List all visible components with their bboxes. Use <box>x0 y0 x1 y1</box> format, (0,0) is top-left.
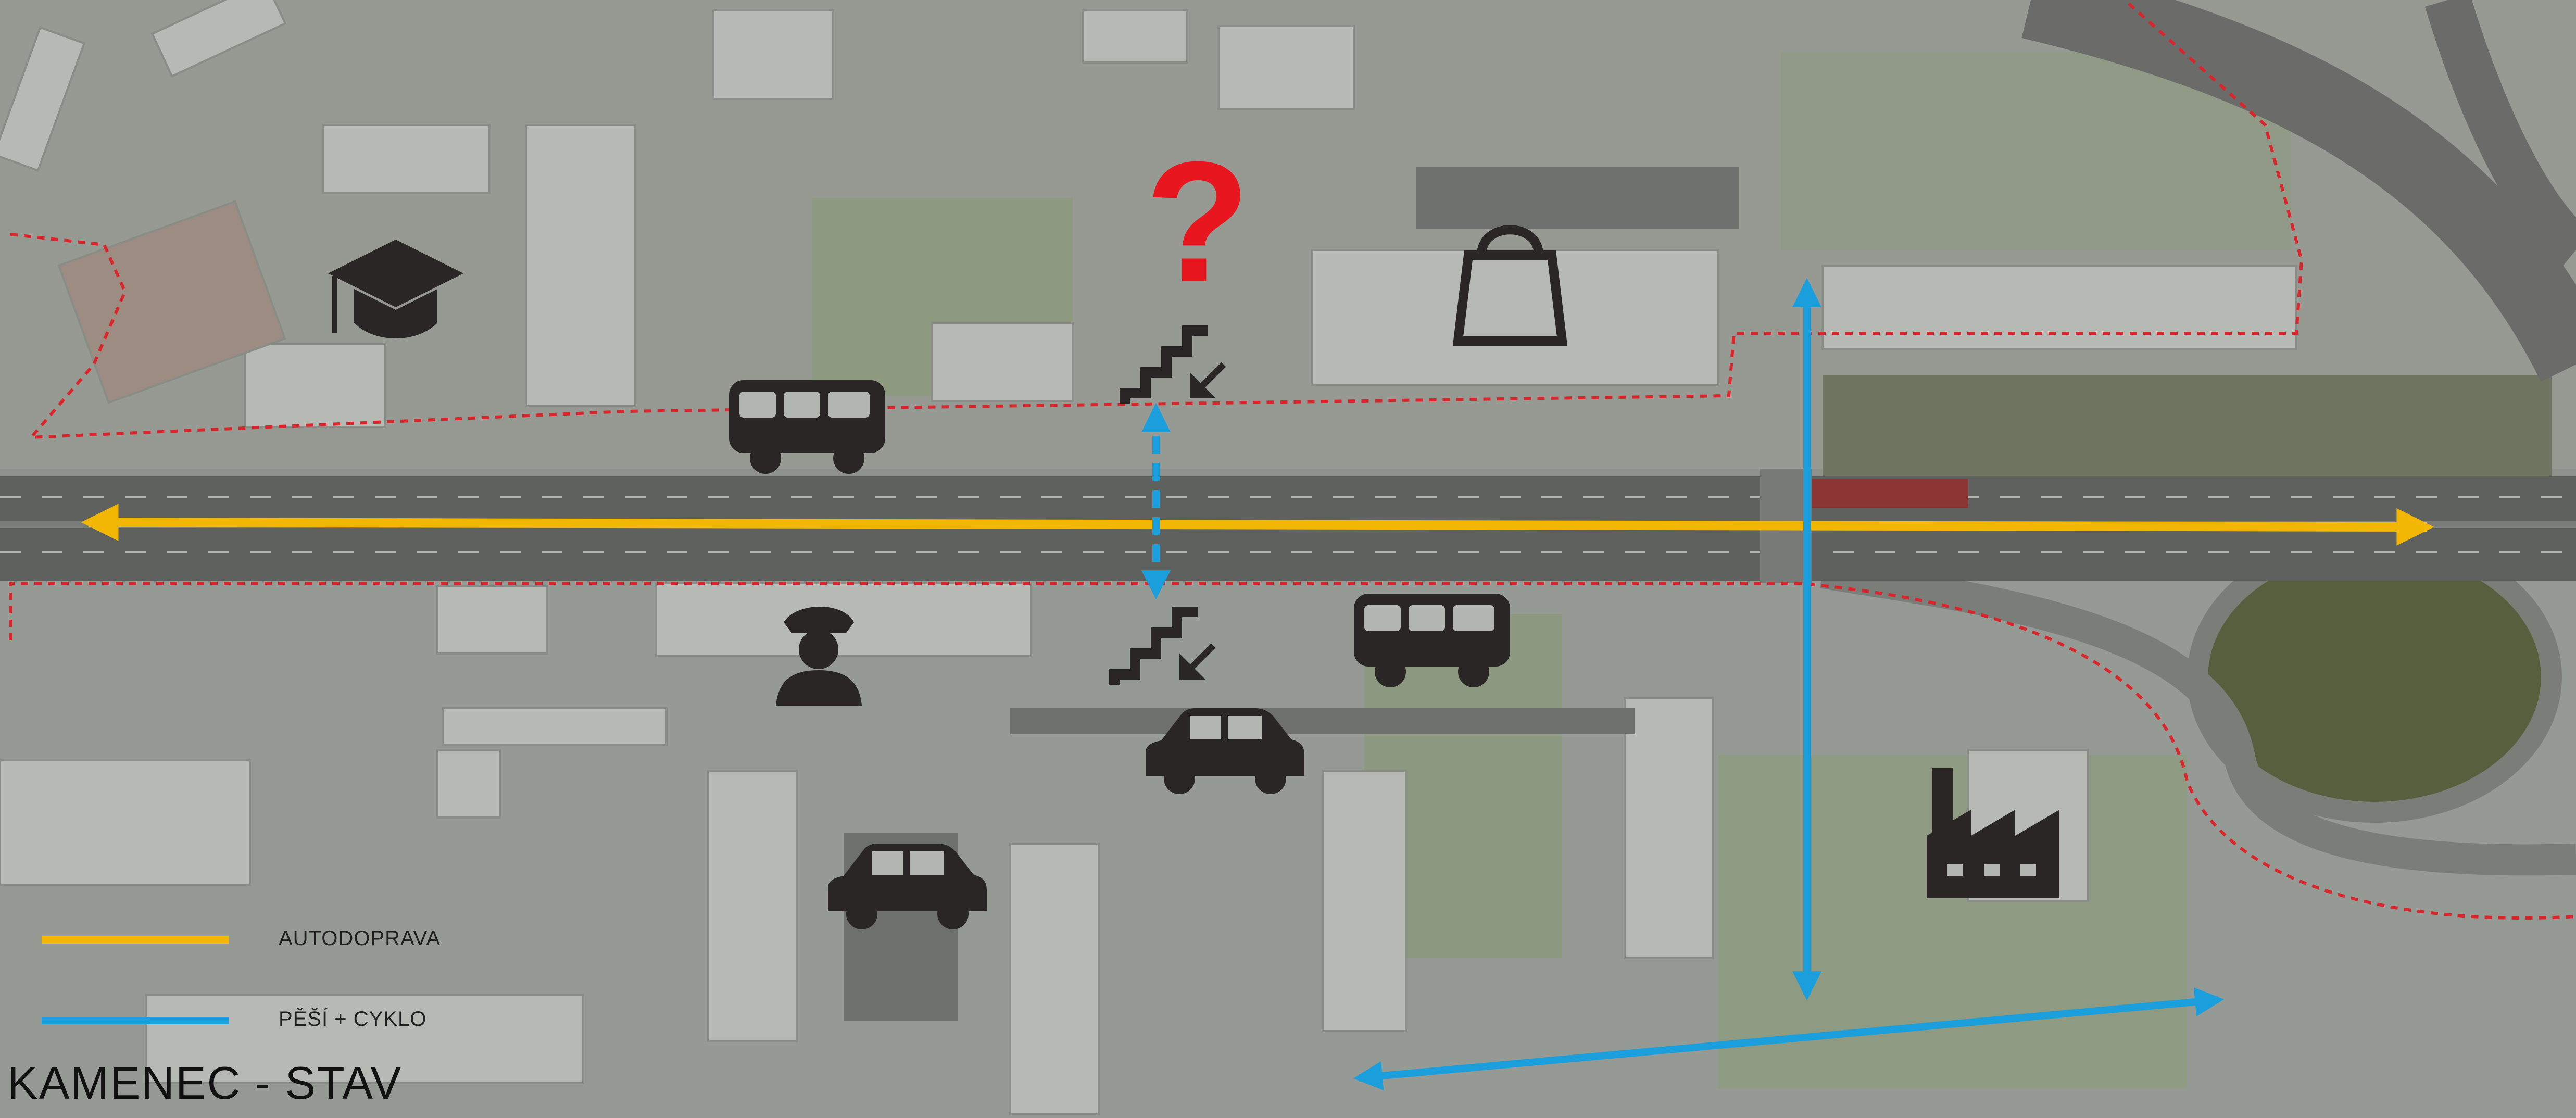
legend-label-autodoprava: AUTODOPRAVA <box>279 927 441 950</box>
map-title: KAMENEC - STAV <box>7 1057 403 1109</box>
graduation-cap-icon <box>328 240 463 338</box>
car-icon <box>1146 708 1304 794</box>
stairs-down-icon <box>1109 607 1216 685</box>
buildings-south <box>0 582 2089 1115</box>
pedestrian-cycle-route-diagonal <box>1353 987 2225 1090</box>
legend-label-pesi-cyklo: PĚŠÍ + CYKLO <box>279 1008 427 1031</box>
stairs-down-icon <box>1120 325 1226 404</box>
bus-icon <box>729 380 885 474</box>
car-icon <box>828 844 987 929</box>
factory-icon <box>1927 768 2059 898</box>
shopping-bag-icon <box>1452 225 1568 346</box>
study-area-boundary-north <box>10 0 2304 439</box>
bus-icon <box>1354 594 1510 687</box>
police-officer-icon <box>776 607 862 706</box>
question-mark-icon: ? <box>1145 125 1250 318</box>
buildings-north <box>0 0 2297 428</box>
car-traffic-arrow <box>81 504 2434 546</box>
